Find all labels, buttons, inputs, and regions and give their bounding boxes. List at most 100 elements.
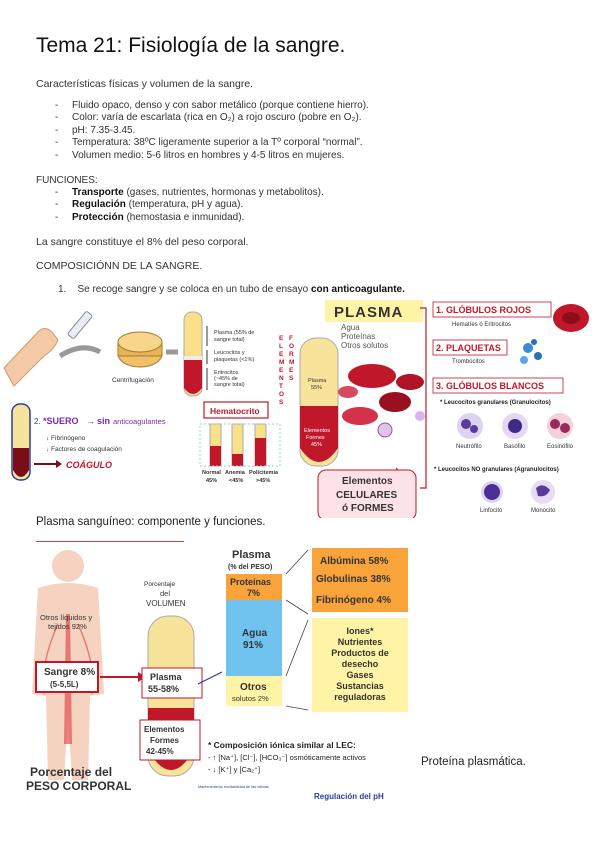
vertical-letter: M bbox=[279, 359, 284, 366]
list-item: pH: 7.35-3.45. bbox=[55, 125, 369, 137]
ionic-title: * Composición iónica similar al LEC: bbox=[208, 740, 356, 750]
big-tube-elem: 45% bbox=[311, 442, 322, 448]
elem-volume-line: Formes bbox=[150, 736, 179, 745]
function-term: Transporte bbox=[72, 187, 124, 198]
bar-label: Normal bbox=[202, 470, 221, 476]
agua-line: Agua bbox=[242, 628, 267, 639]
vertical-letter: R bbox=[289, 351, 294, 358]
elementos-celulares-box bbox=[317, 469, 417, 518]
proteinas-line: 7% bbox=[247, 588, 260, 598]
vertical-letter: E bbox=[279, 335, 284, 342]
list-item: Temperatura: 38ºC ligeramente superior a… bbox=[55, 137, 369, 149]
functions-heading: FUNCIONES: bbox=[36, 175, 98, 186]
vertical-letter: M bbox=[289, 359, 294, 366]
arrow-icon bbox=[58, 345, 102, 359]
step-text: Se recoge sangre y se coloca en un tubo … bbox=[77, 284, 311, 295]
plasma-title-box bbox=[325, 300, 423, 322]
step-bold: con anticoagulante. bbox=[310, 284, 405, 295]
plasma-volume-box bbox=[141, 667, 203, 699]
ionic-line: - ↑ [Na⁺], [Cl⁻], [HCO₃⁻] osmóticamente … bbox=[208, 753, 366, 762]
properties-list: Fluido opaco, denso y con sabor metálico… bbox=[55, 100, 369, 162]
function-desc: (gases, nutrientes, hormonas y metabolit… bbox=[123, 187, 324, 198]
vertical-letter: T bbox=[279, 383, 283, 390]
suero-label: *SUERO bbox=[43, 416, 79, 426]
solute-item: Iones* bbox=[346, 626, 374, 636]
agranular-label: * Leucocitos NO granulares (Agranulocito… bbox=[434, 467, 559, 473]
arrow-icon: → bbox=[86, 416, 95, 426]
sangre-box bbox=[35, 661, 99, 693]
centrifuge-label: Centrifugación bbox=[112, 377, 154, 384]
peso-label: PESO CORPORAL bbox=[26, 779, 131, 793]
otros-block bbox=[226, 676, 282, 706]
granulocyte-icons bbox=[457, 413, 573, 439]
big-tube-elem: Formes bbox=[306, 435, 325, 441]
volumen-label: VOLUMEN bbox=[146, 599, 186, 608]
hematocrit-bars bbox=[199, 423, 281, 467]
rbc-title: 1. GLÓBULOS ROJOS bbox=[436, 304, 531, 315]
syringe-icon bbox=[67, 311, 93, 339]
small-note: Mantenimiento excitabilidad de las célul… bbox=[198, 785, 269, 789]
plasma-peso-title: Plasma bbox=[232, 549, 271, 561]
plaq-title-box bbox=[432, 339, 508, 356]
elem-volume-box bbox=[139, 719, 201, 761]
rbc-title-box bbox=[432, 301, 552, 318]
function-term: Protección bbox=[72, 211, 124, 223]
function-term: Regulación bbox=[72, 199, 126, 211]
vertical-letter: S bbox=[289, 375, 294, 382]
list-item: Volumen medio: 5-6 litros en hombres y 4… bbox=[55, 150, 369, 162]
list-item: Regulación (temperatura, pH y agua). bbox=[55, 199, 324, 211]
functions-list: Transporte (gases, nutrientes, hormonas … bbox=[55, 187, 324, 224]
tube-eri-label: Eritrocitos bbox=[214, 370, 239, 376]
hematocrito-box bbox=[203, 401, 269, 419]
sangre-box-line: (5-5,5L) bbox=[50, 680, 79, 689]
bar-value: <45% bbox=[229, 478, 243, 484]
granular-label: * Leucocitos granulares (Granulocitos) bbox=[440, 400, 551, 406]
solute-item: Gases bbox=[346, 670, 373, 680]
tube-plasma-label: Plasma (55% de bbox=[214, 330, 254, 336]
volumen-label: del bbox=[160, 589, 170, 598]
wbc-title-box bbox=[432, 377, 564, 394]
plasma-item: Otros solutos bbox=[341, 341, 388, 350]
cell-label: Eosinófilo bbox=[547, 444, 574, 450]
bracket-line bbox=[420, 307, 427, 489]
plasma-peso-sub: (% del PESO) bbox=[228, 564, 272, 571]
plasma-caption: Plasma sanguíneo: componente y funciones… bbox=[36, 516, 266, 528]
ph-note: Regulación del pH bbox=[314, 792, 384, 801]
blood-composition-figure: Centrifugación Plasma (55% de sangre tot… bbox=[3, 300, 589, 518]
agua-line: 91% bbox=[243, 640, 263, 651]
vertical-letter: E bbox=[279, 351, 284, 358]
hematocrito-label: Hematocrito bbox=[210, 406, 260, 416]
vertical-letter: O bbox=[289, 343, 294, 350]
tube-leuco-label: Leucocitos y bbox=[214, 350, 245, 356]
proteins-list-box bbox=[312, 548, 408, 612]
page-title: Tema 21: Fisiología de la sangre. bbox=[36, 34, 346, 57]
step-number: 1. bbox=[58, 284, 67, 295]
platelet-icon bbox=[520, 339, 542, 364]
volumen-label: Porcentaje bbox=[144, 581, 175, 588]
protein-item: Globulinas 38% bbox=[316, 574, 391, 585]
vertical-letter: E bbox=[279, 367, 284, 374]
vertical-letter: E bbox=[289, 367, 294, 374]
list-item: Transporte (gases, nutrientes, hormonas … bbox=[55, 187, 324, 199]
tube-eri-label: (~45% de bbox=[214, 376, 238, 382]
tube-labels: Plasma (55% de sangre total) Leucocitos … bbox=[214, 330, 254, 388]
list-item: Color: varía de escarlata (rica en O₂) a… bbox=[55, 112, 369, 124]
list-item: Fluido opaco, denso y con sabor metálico… bbox=[55, 100, 369, 112]
solute-item: Productos de bbox=[331, 648, 389, 658]
suero-item: ↓ Fibrinógeno bbox=[46, 435, 86, 442]
plaq-sub: Trombocitos bbox=[452, 359, 485, 365]
otros-liquidos: tejidos 92% bbox=[48, 622, 87, 631]
sangre-box-line: Sangre 8% bbox=[44, 667, 95, 678]
plasma-title: PLASMA bbox=[334, 304, 403, 321]
tube-plasma-label: sangre total) bbox=[214, 337, 245, 343]
big-tube-elem: Elementos bbox=[304, 428, 330, 434]
vertical-letter: N bbox=[279, 375, 284, 382]
composition-heading: COMPOSICIÓNN DE LA SANGRE. bbox=[36, 260, 203, 272]
otros-line: solutos 2% bbox=[232, 694, 269, 703]
ionic-line: - ↓ [K⁺] y [Ca₂⁺] bbox=[208, 765, 260, 774]
cell-label: Monocito bbox=[531, 508, 556, 514]
elem-volume-line: 42-45% bbox=[146, 747, 174, 756]
vertical-letter: O bbox=[279, 391, 284, 398]
list-item: Protección (hemostasia e inmunidad). bbox=[55, 212, 324, 224]
